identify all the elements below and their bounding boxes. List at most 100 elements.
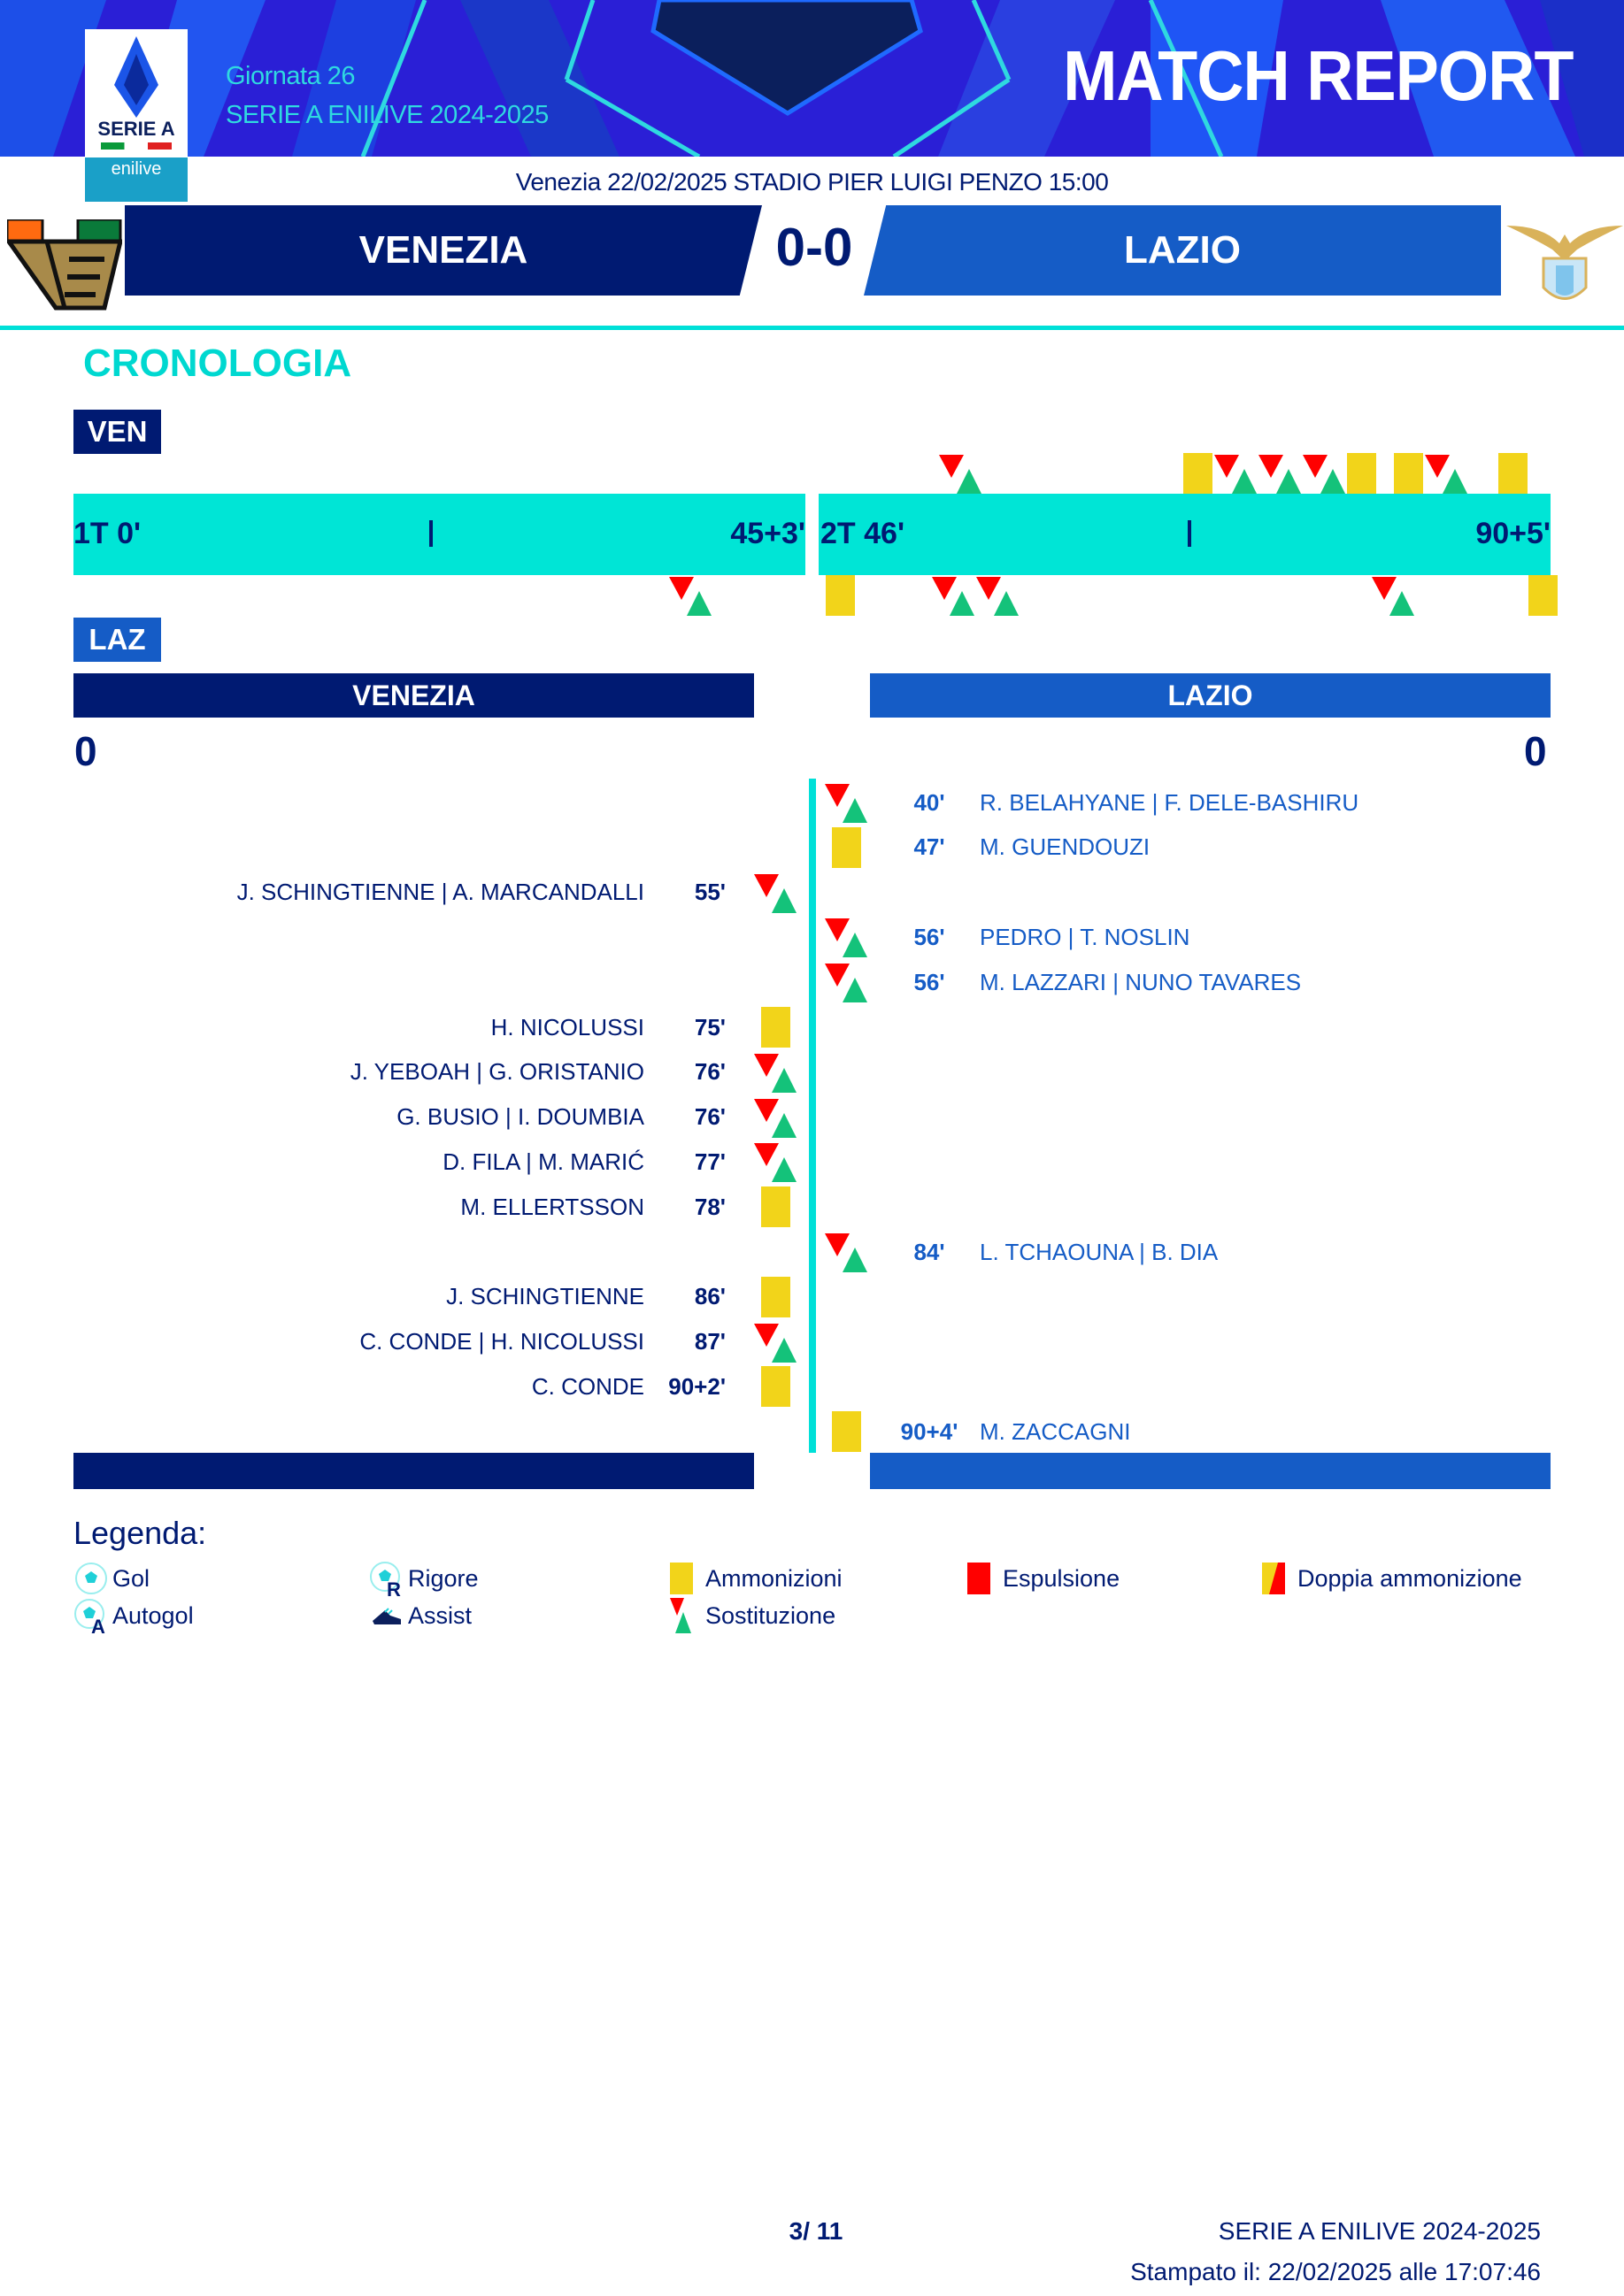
yellow-card-icon bbox=[761, 1186, 790, 1228]
yellow-card-icon bbox=[1183, 453, 1213, 494]
header-banner: Giornata 26 SERIE A ENILIVE 2024-2025 MA… bbox=[0, 0, 1624, 157]
substitution-icon bbox=[825, 1233, 867, 1272]
event-player: L. TCHAOUNA | B. DIA bbox=[980, 1238, 1219, 1265]
substitution-icon bbox=[825, 918, 867, 958]
substitution-icon bbox=[754, 1053, 797, 1093]
legend-label: Autogol bbox=[112, 1601, 194, 1629]
event-minute: 84' bbox=[913, 1238, 945, 1265]
penalty-icon: R bbox=[369, 1561, 404, 1601]
event-minute: 76' bbox=[694, 1058, 726, 1086]
substitution-marker bbox=[1214, 453, 1258, 494]
yellow-card-icon bbox=[1528, 575, 1558, 616]
event-player: J. YEBOAH | G. ORISTANIO bbox=[350, 1058, 644, 1086]
home-column-header: VENEZIA bbox=[73, 673, 754, 718]
substitution-icon bbox=[669, 577, 712, 616]
substitution-icon bbox=[754, 1143, 797, 1183]
substitution-icon bbox=[1214, 455, 1258, 494]
second-half-bar: 2T 46' 90+5' bbox=[819, 494, 1551, 575]
event-minute: 55' bbox=[694, 879, 726, 906]
event-minute: 75' bbox=[694, 1013, 726, 1040]
substitution-marker bbox=[975, 575, 1020, 616]
event-player: J. SCHINGTIENNE bbox=[446, 1283, 644, 1310]
substitution-marker bbox=[938, 453, 983, 494]
divider bbox=[0, 326, 1624, 330]
substitution-marker bbox=[1372, 575, 1416, 616]
svg-text:R: R bbox=[387, 1578, 401, 1596]
event-minute: 87' bbox=[694, 1328, 726, 1355]
home-footer-bar bbox=[73, 1453, 754, 1489]
home-team-name: VENEZIA bbox=[125, 205, 762, 296]
footer-competition: SERIE A ENILIVE 2024-2025 bbox=[1218, 2217, 1541, 2245]
yellow-card-icon bbox=[761, 1366, 790, 1408]
yellow-card-icon bbox=[832, 826, 861, 868]
svg-text:A: A bbox=[91, 1616, 105, 1633]
event-player: C. CONDE bbox=[531, 1372, 644, 1400]
yellow-card-icon bbox=[1394, 453, 1424, 494]
serie-a-logo: SERIE A enilive bbox=[85, 29, 188, 202]
substitution-marker bbox=[825, 782, 869, 823]
event-player: C. CONDE | H. NICOLUSSI bbox=[359, 1328, 644, 1355]
legend-item: A Autogol bbox=[73, 1598, 194, 1638]
substitution-icon bbox=[666, 1598, 702, 1633]
legend-title: Legenda: bbox=[73, 1515, 207, 1551]
substitution-marker bbox=[1425, 453, 1469, 494]
away-abbr-badge: LAZ bbox=[73, 618, 161, 662]
event-player: R. BELAHYANE | F. DELE-BASHIRU bbox=[980, 788, 1359, 816]
substitution-icon bbox=[754, 873, 797, 913]
substitution-marker bbox=[754, 1322, 798, 1363]
event-player: PEDRO | T. NOSLIN bbox=[980, 923, 1190, 950]
event-player: M. GUENDOUZI bbox=[980, 833, 1151, 861]
event-player: D. FILA | M. MARIĆ bbox=[443, 1148, 644, 1175]
event-minute: 40' bbox=[913, 788, 945, 816]
own-goal-icon: A bbox=[73, 1598, 109, 1638]
second-half-end: 90+5' bbox=[1475, 517, 1551, 550]
ball-icon bbox=[73, 1561, 109, 1596]
substitution-marker bbox=[1258, 453, 1303, 494]
substitution-icon bbox=[1372, 577, 1415, 616]
event-minute: 86' bbox=[694, 1283, 726, 1310]
yellow-card-icon bbox=[761, 1007, 790, 1048]
substitution-icon bbox=[754, 1323, 797, 1363]
season-label: SERIE A ENILIVE 2024-2025 bbox=[226, 101, 549, 129]
match-info-line: Venezia 22/02/2025 STADIO PIER LUIGI PEN… bbox=[515, 168, 1109, 196]
substitution-icon bbox=[1425, 455, 1468, 494]
substitution-marker bbox=[754, 1097, 798, 1138]
legend-label: Espulsione bbox=[1003, 1564, 1120, 1592]
yellow-card-icon bbox=[1497, 453, 1528, 494]
event-player: G. BUSIO | I. DOUMBIA bbox=[396, 1103, 644, 1131]
legend-label: Ammonizioni bbox=[705, 1564, 843, 1592]
yellow-card-icon bbox=[666, 1561, 702, 1596]
legend-label: Doppia ammonizione bbox=[1297, 1564, 1522, 1592]
legend-item: Sostituzione bbox=[666, 1598, 835, 1633]
substitution-marker bbox=[825, 962, 869, 1003]
second-half-mid-tick bbox=[1188, 520, 1191, 547]
page-number: 3/ 11 bbox=[789, 2217, 843, 2245]
legend-item: Gol bbox=[73, 1561, 150, 1596]
boot-icon bbox=[369, 1598, 404, 1633]
substitution-icon bbox=[825, 964, 867, 1003]
event-minute: 90+2' bbox=[668, 1372, 726, 1400]
event-player: M. LAZZARI | NUNO TAVARES bbox=[980, 968, 1302, 995]
yellow-card-icon bbox=[1347, 453, 1377, 494]
yellow-card-icon bbox=[761, 1276, 790, 1317]
away-goals: 0 bbox=[1524, 728, 1547, 774]
legend-label: Rigore bbox=[408, 1564, 479, 1592]
away-team-name: LAZIO bbox=[864, 205, 1501, 296]
event-player: J. SCHINGTIENNE | A. MARCANDALLI bbox=[236, 879, 644, 906]
substitution-marker bbox=[825, 1232, 869, 1272]
substitution-marker bbox=[754, 1141, 798, 1183]
event-minute: 77' bbox=[694, 1148, 726, 1175]
section-title: CRONOLOGIA bbox=[83, 342, 352, 385]
event-minute: 78' bbox=[694, 1193, 726, 1220]
substitution-icon bbox=[938, 455, 981, 494]
second-half-start: 2T 46' bbox=[820, 517, 905, 550]
event-minute: 76' bbox=[694, 1103, 726, 1131]
first-half-start: 1T 0' bbox=[73, 517, 142, 550]
event-player: H. NICOLUSSI bbox=[490, 1013, 644, 1040]
final-score: 0-0 bbox=[775, 218, 853, 277]
substitution-marker bbox=[825, 917, 869, 958]
venezia-crest-icon bbox=[7, 219, 122, 311]
substitution-marker bbox=[669, 575, 713, 616]
serie-a-emblem-icon bbox=[114, 36, 158, 118]
first-half-end: 45+3' bbox=[730, 517, 805, 550]
